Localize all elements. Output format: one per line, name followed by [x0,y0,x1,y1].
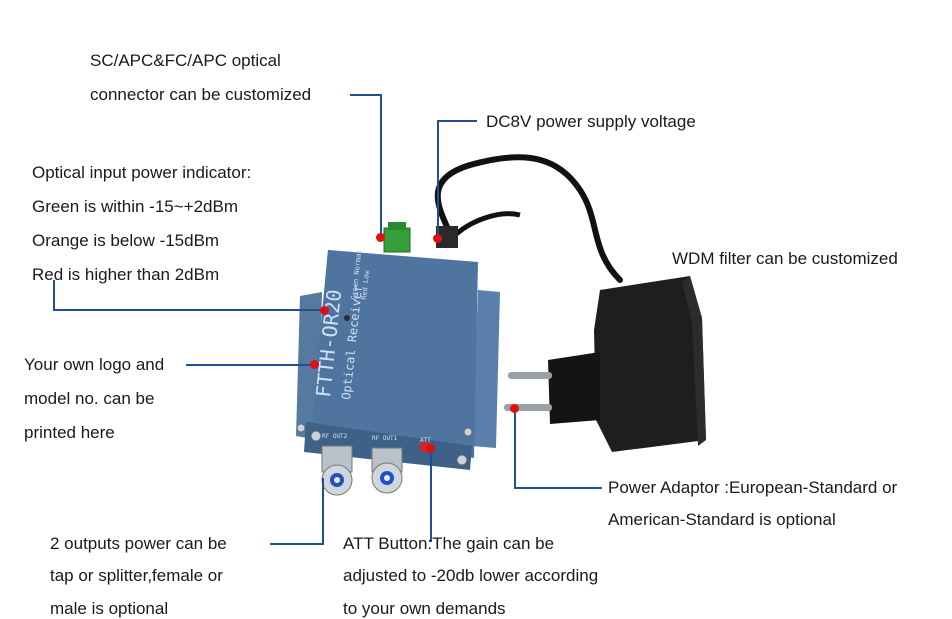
adaptor-pin-upper [508,372,552,379]
att-leader-v [430,450,432,542]
voltage-marker-dot [433,234,442,243]
att-callout-line1: ATT Button:The gain can be [343,534,555,553]
outputs-callout-line1: 2 outputs power can be [50,534,227,553]
indicator-callout-line1: Optical input power indicator: [32,163,252,182]
indicator-marker-dot [320,306,329,315]
att-marker-dot [426,444,435,453]
outputs-leader-h [270,543,324,545]
rf-out2-connector [321,445,353,496]
connector-callout-line2: connector can be customized [90,85,312,104]
logo-callout-line1: Your own logo and [24,355,165,374]
voltage-leader-v [437,120,439,236]
port-label-rf-out1: RF OUT1 [372,435,398,442]
indicator-callout-line2: Green is within -15~+2dBm [32,197,238,216]
power-adaptor [594,276,706,452]
rf-out1-connector [371,447,403,494]
connector-callout-line1: SC/APC&FC/APC optical [90,51,281,70]
logo-callout-line3: printed here [24,423,115,442]
indicator-leader-v [53,280,55,310]
adaptor-marker-dot [510,404,519,413]
adaptor-leader-v [514,410,516,488]
att-callout-line3: to your own demands [343,599,506,618]
att-callout-line2: adjusted to -20db lower according [343,566,599,585]
indicator-callout-line3: Orange is below -15dBm [32,231,220,250]
screw-icon [310,430,322,442]
logo-marker-dot [310,360,319,369]
mounting-flange-right [472,290,500,448]
outputs-callout-line2: tap or splitter,female or [50,566,223,585]
connector-marker-dot [376,233,385,242]
adaptor-callout-line1: Power Adaptor :European-Standard or [608,478,898,497]
connector-leader-v [380,94,382,236]
screw-icon [463,427,473,437]
adaptor-callout-line2: American-Standard is optional [608,510,836,529]
screw-icon [456,454,468,466]
logo-callout-line2: model no. can be [24,389,155,408]
logo-leader-h [186,364,314,366]
device-body [308,250,478,458]
port-label-att: ATT [420,437,431,444]
outputs-callout-line3: male is optional [50,599,169,618]
voltage-callout: DC8V power supply voltage [486,112,696,131]
indicator-leader-h [53,309,323,311]
att-button [420,442,430,452]
adaptor-leader-h [514,487,602,489]
outputs-leader-v [322,478,324,545]
adaptor-plug-base [548,352,600,424]
port-label-rf-out2: RF OUT2 [322,433,348,440]
voltage-leader-h [437,120,477,122]
dc-jack [436,226,458,248]
indicator-led [344,315,350,321]
led-label-red: Red Low [360,269,371,300]
optical-connector [383,227,411,253]
wdm-callout: WDM filter can be customized [672,249,898,268]
connector-leader-h [350,94,382,96]
screw-icon [296,423,306,433]
indicator-callout-line4: Red is higher than 2dBm [32,265,220,284]
